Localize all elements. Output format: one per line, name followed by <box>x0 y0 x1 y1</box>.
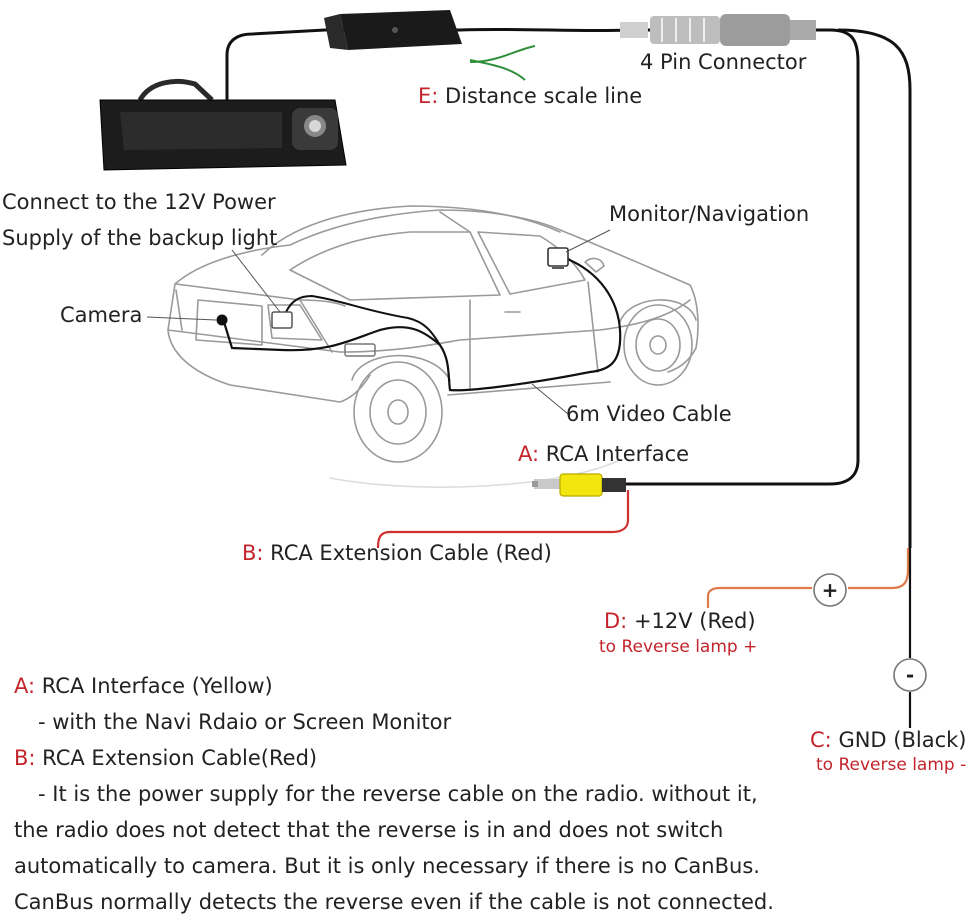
car-illustration <box>167 205 699 488</box>
video-cable-leader <box>531 383 569 415</box>
note-a-detail: - with the Navi Rdaio or Screen Monitor <box>38 710 452 734</box>
label-a-letter: A: <box>518 442 540 466</box>
monitor-label: Monitor/Navigation <box>609 202 810 226</box>
label-b-letter: B: <box>242 541 264 565</box>
note-b-title-text: RCA Extension Cable(Red) <box>42 746 318 770</box>
note-a-title: A: RCA Interface (Yellow) <box>14 676 273 697</box>
label-b-text: RCA Extension Cable (Red) <box>270 541 552 565</box>
note-a-title-text: RCA Interface (Yellow) <box>41 674 273 698</box>
plus-terminal-symbol: + <box>822 578 839 602</box>
reverse-lamp-cable <box>837 28 912 548</box>
note-b-line2: the radio does not detect that the rever… <box>14 818 724 842</box>
video-cable-label: 6m Video Cable <box>566 402 732 426</box>
car-video-cable <box>222 256 622 392</box>
main-cable <box>225 27 860 486</box>
power-label-line2: Supply of the backup light <box>2 226 278 250</box>
camera-leader <box>146 316 217 321</box>
connector-label: 4 Pin Connector <box>640 50 807 74</box>
label-c: C: GND (Black) <box>810 730 966 751</box>
label-e: E: Distance scale line <box>418 86 642 107</box>
label-e-text: Distance scale line <box>445 84 643 108</box>
label-c-text: GND (Black) <box>838 728 967 752</box>
plus-12v-cable <box>706 586 812 608</box>
label-c-letter: C: <box>810 728 832 752</box>
monitor-icon <box>547 247 569 269</box>
rca-plug <box>532 473 626 497</box>
label-c-sub: to Reverse lamp - <box>816 755 967 775</box>
power-lead <box>285 294 441 346</box>
plus-terminal: + <box>813 573 847 607</box>
distance-scale-module <box>324 10 536 81</box>
camera-label: Camera <box>60 303 143 327</box>
monitor-leader <box>565 229 611 253</box>
camera-dot <box>216 314 228 326</box>
note-b-line3: automatically to camera. But it is only … <box>14 854 760 878</box>
label-d-sub: to Reverse lamp + <box>599 637 758 657</box>
four-pin-connector <box>620 14 816 46</box>
label-d: D: +12V (Red) <box>604 611 756 632</box>
label-e-letter: E: <box>418 84 439 108</box>
note-b-title: B: RCA Extension Cable(Red) <box>14 748 317 769</box>
note-b-line4: CanBus normally detects the reverse even… <box>14 890 774 914</box>
power-label-line1: Connect to the 12V Power <box>2 190 276 214</box>
label-a-text: RCA Interface <box>545 442 690 466</box>
note-a-letter: A: <box>14 674 36 698</box>
label-a: A: RCA Interface <box>518 444 689 465</box>
note-b-letter: B: <box>14 746 36 770</box>
rca-extension-cable <box>376 490 630 549</box>
camera-handle-housing <box>99 78 347 171</box>
plus-to-branch <box>848 548 910 590</box>
power-connector <box>271 311 293 329</box>
power-leader <box>231 249 281 313</box>
note-b-line1: - It is the power supply for the reverse… <box>38 782 758 806</box>
label-d-letter: D: <box>604 609 628 633</box>
label-b: B: RCA Extension Cable (Red) <box>242 543 552 564</box>
minus-terminal-symbol: - <box>906 663 914 687</box>
label-d-text: +12V (Red) <box>633 609 756 633</box>
minus-terminal: - <box>893 658 927 692</box>
inline-connector <box>344 343 376 357</box>
